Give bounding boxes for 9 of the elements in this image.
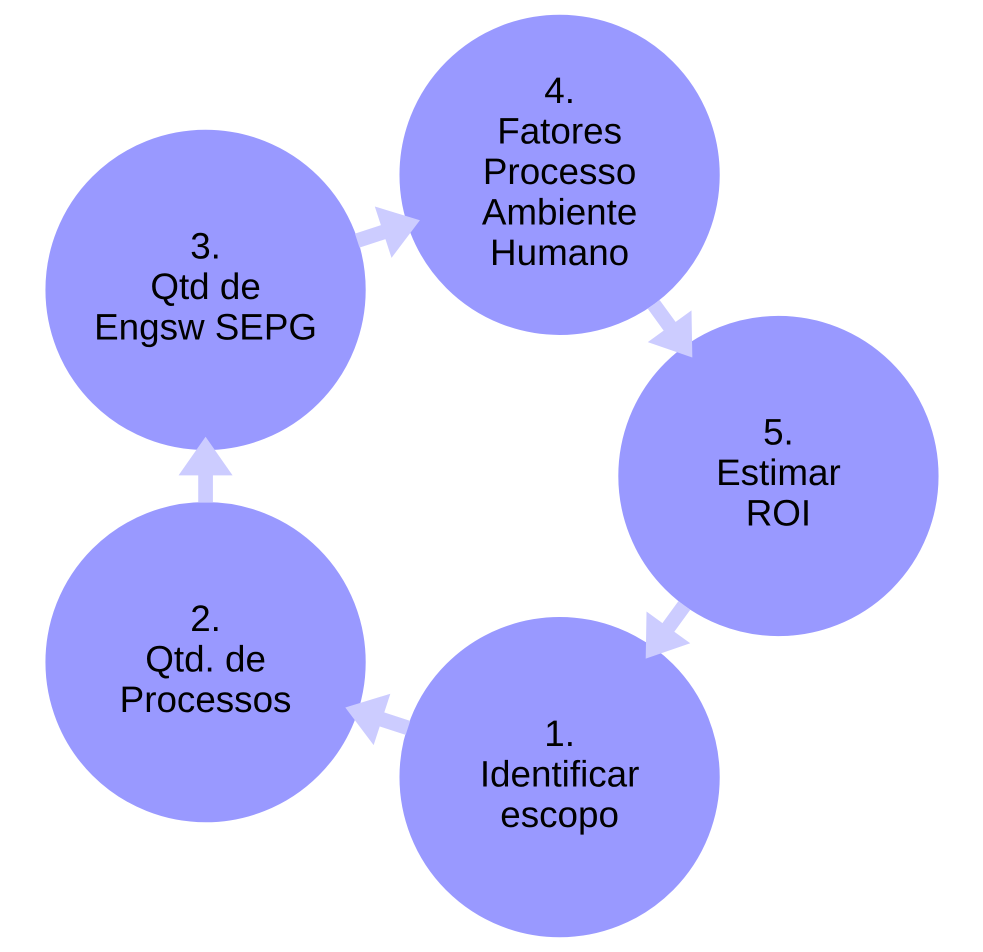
node-circle: 3. Qtd de Engsw SEPG [44,130,366,450]
arrow [645,601,690,659]
node-circle: 2. Qtd. de Processos [44,502,366,822]
node-circle: 4. Fatores Processo Ambiente Humano [398,14,720,335]
node-circle: 1. Identificar escopo [398,617,720,938]
arrow [178,436,232,503]
arrow [344,694,410,746]
arrow [354,206,420,258]
arrow [647,300,692,358]
